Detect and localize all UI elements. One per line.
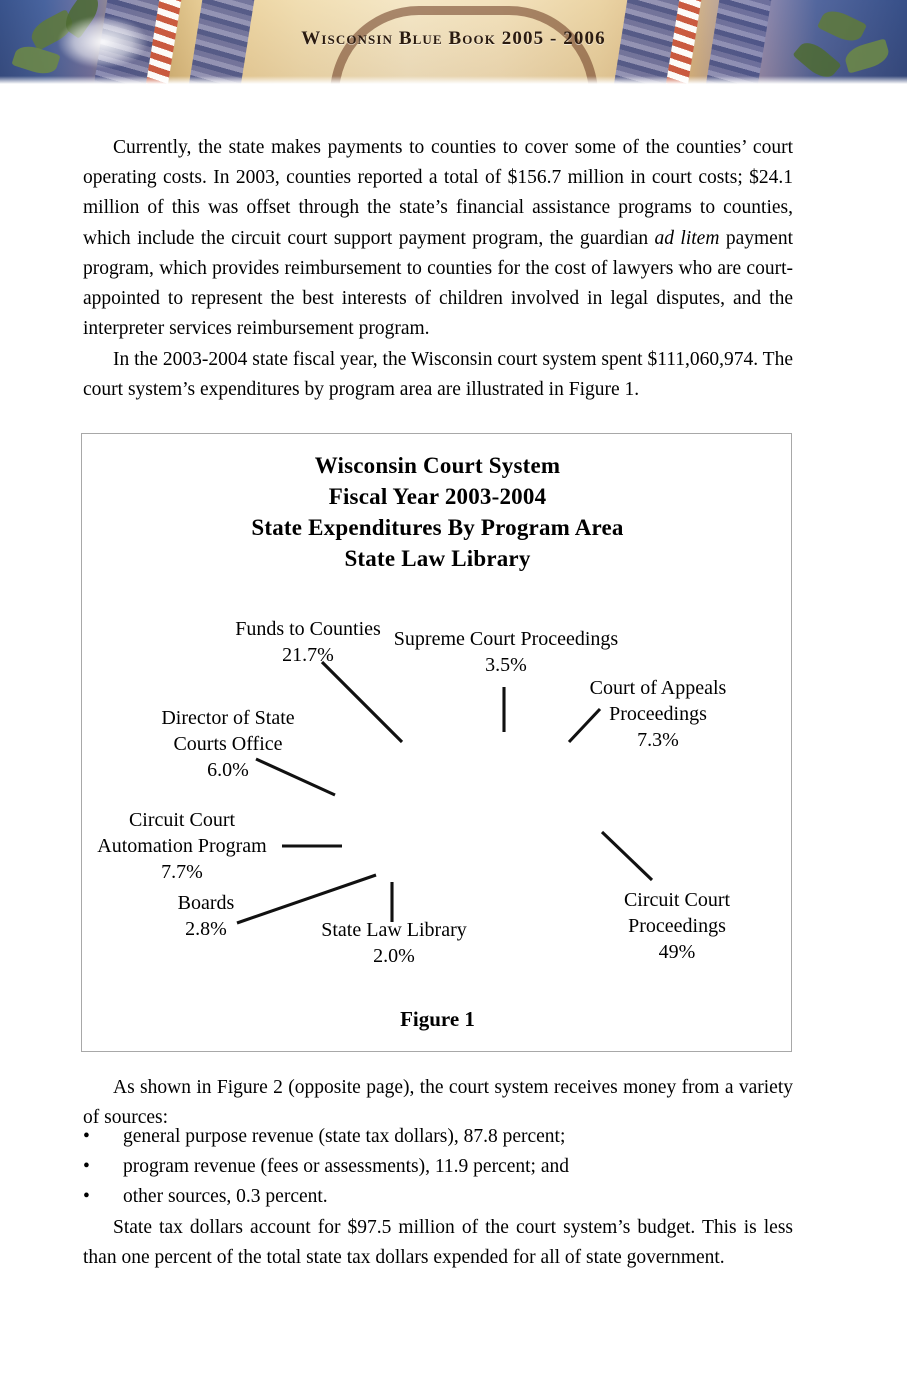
figure-title-line-1: Wisconsin Court System [314,453,561,478]
banner-bottom-fade [0,76,907,84]
bullet-dot-icon: • [83,1126,90,1147]
pie-label-boards: Boards 2.8% [177,892,235,940]
bullet-dot-icon: • [83,1186,90,1208]
figure-title-line-3: State Expenditures By Program Area [251,515,624,540]
revenue-sources-list: • general purpose revenue (state tax dol… [83,1122,793,1213]
figure-title-line-2: Fiscal Year 2003-2004 [328,484,547,509]
paragraph-court-operating-costs: Currently, the state makes payments to c… [83,133,793,344]
para1-text-part2: payment program, which provides reimburs… [83,227,793,340]
list-item-label: other sources, 0.3 percent. [123,1186,328,1208]
figure-caption: Figure 1 [400,1007,475,1031]
list-item-label: general purpose revenue (state tax dolla… [123,1126,566,1147]
figure-title-line-4: State Law Library [344,546,531,571]
page-header-banner: Wisconsin Blue Book 2005 - 2006 [0,0,907,84]
pie-label-circuit-court-proceedings: Circuit Court Proceedings 49% [623,889,731,963]
figure-1-container: Wisconsin Court System Fiscal Year 2003-… [81,433,792,1052]
pie-label-court-of-appeals-proceedings: Court of Appeals Proceedings 7.3% [589,677,727,751]
bullet-dot-icon: • [83,1156,90,1178]
paragraph-state-tax-dollars: State tax dollars account for $97.5 mill… [83,1217,793,1269]
pie-label-director-of-state-courts-office: Director of State Courts Office 6.0% [161,707,295,781]
list-item: • program revenue (fees or assessments),… [83,1152,793,1182]
figure-title-block: Wisconsin Court System Fiscal Year 2003-… [82,450,793,574]
para1-italic-ad-litem: ad litem [654,227,720,249]
paragraph-revenue-sources-intro: As shown in Figure 2 (opposite page), th… [83,1077,793,1129]
pie-label-state-law-library: State Law Library 2.0% [321,919,467,967]
list-item-label: program revenue (fees or assessments), 1… [123,1156,569,1178]
pie-chart-area: Funds to Counties 21.7% Supreme Court Pr… [82,434,793,1053]
paragraph-fiscal-year-spending: In the 2003-2004 state fiscal year, the … [83,349,793,401]
pie-label-funds-to-counties: Funds to Counties 21.7% [235,618,381,666]
para1-text-part1: Currently, the state makes payments to c… [83,137,793,249]
pie-label-circuit-court-automation-program: Circuit Court Automation Program 7.7% [97,809,267,883]
leader-line-circuit-court-proceedings [600,830,654,882]
pie-label-supreme-court-proceedings: Supreme Court Proceedings 3.5% [393,628,619,676]
list-item: • other sources, 0.3 percent. [83,1182,793,1212]
banner-title: Wisconsin Blue Book 2005 - 2006 [301,28,606,49]
list-item: • general purpose revenue (state tax dol… [83,1122,793,1152]
banner-title-container: Wisconsin Blue Book 2005 - 2006 [0,28,907,50]
banner-highlight-glare [58,16,148,68]
